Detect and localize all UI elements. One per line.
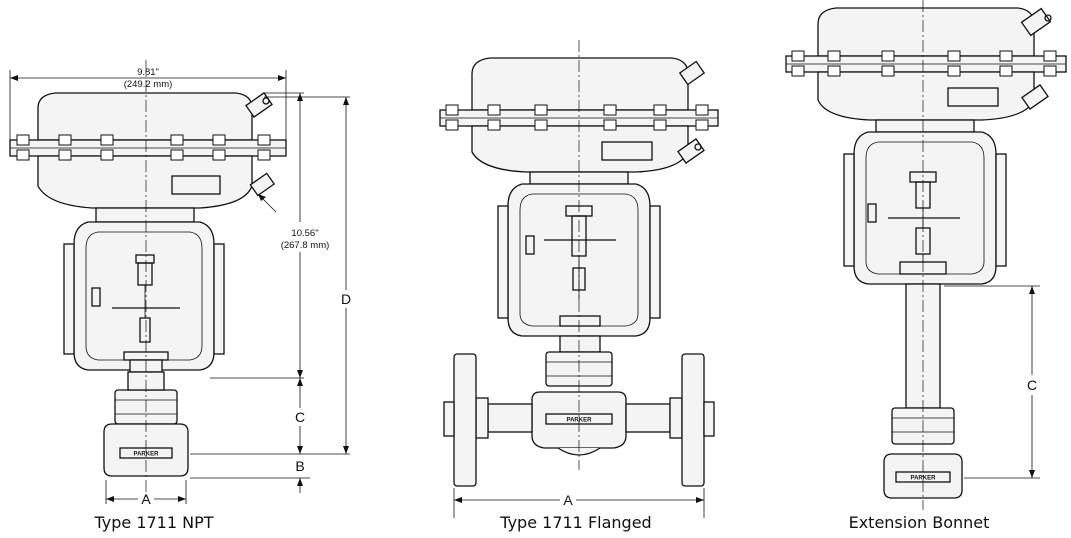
dim-a-label: A bbox=[563, 492, 573, 508]
yoke-neck bbox=[95, 207, 195, 223]
caption-npt: Type 1711 NPT bbox=[93, 513, 213, 532]
dim-b-label: B bbox=[295, 458, 304, 474]
width-mm-label: (249.2 mm) bbox=[124, 79, 173, 90]
lower-diaphragm-case bbox=[471, 125, 689, 173]
dim-c-label: C bbox=[1027, 377, 1037, 393]
yoke-frame bbox=[73, 221, 215, 371]
actuator-housing bbox=[37, 92, 253, 141]
nameplate bbox=[171, 175, 221, 195]
lower-diaphragm-case bbox=[37, 155, 253, 209]
figure-npt: PARKER 9.81" (249.2 mm) 10.56" (267.8 mm… bbox=[9, 60, 351, 532]
height-in-label: 10.56" bbox=[291, 228, 318, 239]
vent-fitting bbox=[1020, 7, 1052, 110]
vent-fitting bbox=[245, 92, 276, 197]
flange-right bbox=[681, 353, 705, 487]
lower-diaphragm-case bbox=[817, 71, 1035, 121]
vent-fitting bbox=[677, 60, 706, 164]
nameplate bbox=[947, 87, 999, 107]
actuator-housing bbox=[471, 57, 689, 111]
actuator-housing bbox=[817, 7, 1035, 57]
dim-d-label: D bbox=[341, 291, 351, 307]
figure-flanged: PARKER A Type 1711 Flanged bbox=[439, 40, 719, 532]
flange-bolts bbox=[791, 50, 1057, 77]
dim-c-label: C bbox=[295, 409, 305, 425]
yoke-neck bbox=[875, 119, 975, 133]
flange-left bbox=[453, 353, 477, 487]
body-tag: PARKER bbox=[134, 452, 160, 458]
caption-flanged: Type 1711 Flanged bbox=[499, 513, 651, 532]
caption-extension: Extension Bonnet bbox=[849, 513, 990, 532]
width-in-label: 9.81" bbox=[137, 67, 159, 78]
dim-a-label: A bbox=[141, 491, 151, 507]
flange-bolts bbox=[445, 104, 709, 131]
flange-bolts bbox=[16, 134, 271, 161]
figure-extension-bonnet: PARKER C Extension Bonnet bbox=[785, 0, 1067, 532]
body-tag: PARKER bbox=[911, 476, 937, 482]
nameplate bbox=[601, 141, 653, 161]
height-mm-label: (267.8 mm) bbox=[281, 240, 330, 251]
